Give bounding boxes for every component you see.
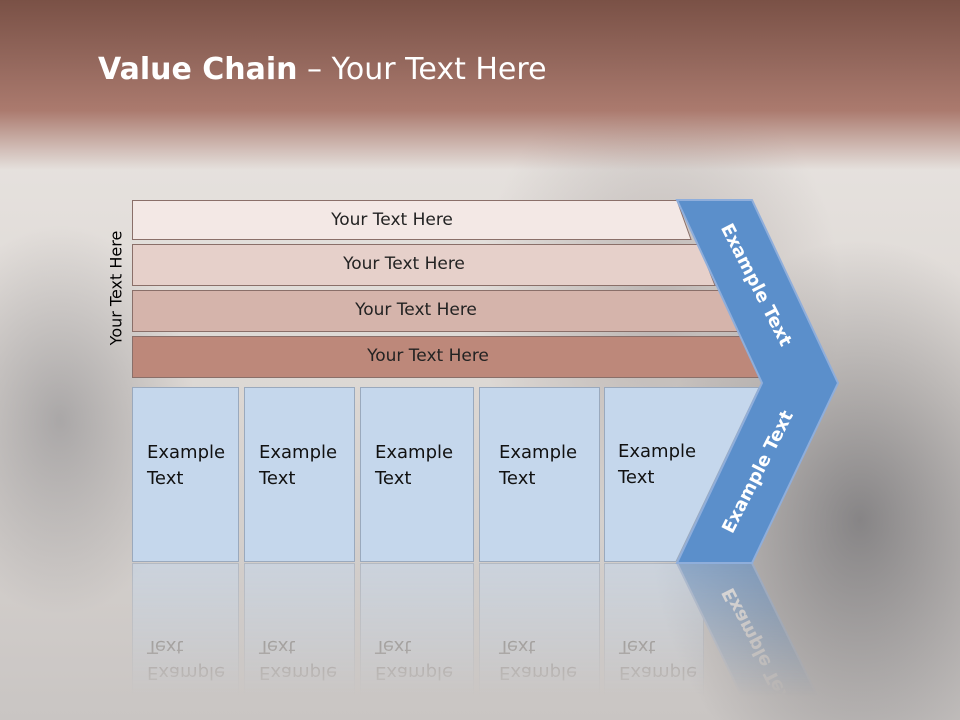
primary-box-3-line2: Text	[375, 468, 412, 489]
primary-box-5-line1: Example	[618, 441, 697, 462]
support-row-4-label: Your Text Here	[367, 346, 489, 366]
reflection-mirror: Example Text Example Text Example Text E…	[0, 563, 960, 720]
title-bold: Value Chain	[98, 52, 298, 87]
primary-box-4-line1: Example	[499, 442, 578, 463]
title-rest: – Your Text Here	[297, 52, 547, 87]
support-row-1: Your Text Here	[132, 200, 692, 240]
primary-box-3-line1: Example	[375, 442, 454, 463]
reflection-chevron-shape	[675, 563, 840, 720]
primary-box-1: Example Text	[132, 387, 239, 562]
primary-box-1-line2: Text	[147, 468, 184, 489]
reflection: Example Text Example Text Example Text E…	[0, 563, 960, 720]
reflection-chevron	[675, 563, 840, 720]
support-row-3-label: Your Text Here	[355, 300, 477, 320]
primary-box-5-polygon	[604, 387, 760, 562]
support-row-2-shape	[132, 244, 716, 286]
slide-title: Value Chain – Your Text Here	[98, 52, 547, 87]
primary-box-2-line1: Example	[259, 442, 338, 463]
row-shape	[132, 244, 716, 286]
support-row-1-shape	[132, 200, 692, 240]
row-shape	[132, 200, 692, 240]
primary-box-3: Example Text	[360, 387, 474, 562]
support-row-1-label: Your Text Here	[331, 210, 453, 230]
primary-box-2: Example Text	[244, 387, 355, 562]
support-row-4: Your Text Here	[132, 336, 764, 378]
support-row-2-label: Your Text Here	[343, 254, 465, 274]
primary-box-1-line1: Example	[147, 442, 226, 463]
primary-box-5: Example Text	[604, 387, 704, 562]
primary-box-5-shape	[604, 387, 760, 562]
title-band	[0, 0, 960, 170]
primary-box-5-line2: Text	[618, 467, 655, 488]
primary-box-4: Example Text	[479, 387, 600, 562]
support-row-2: Your Text Here	[132, 244, 716, 286]
primary-box-4-line2: Text	[499, 468, 536, 489]
primary-box-2-line2: Text	[259, 468, 296, 489]
margin-chevron-shape	[675, 199, 840, 564]
